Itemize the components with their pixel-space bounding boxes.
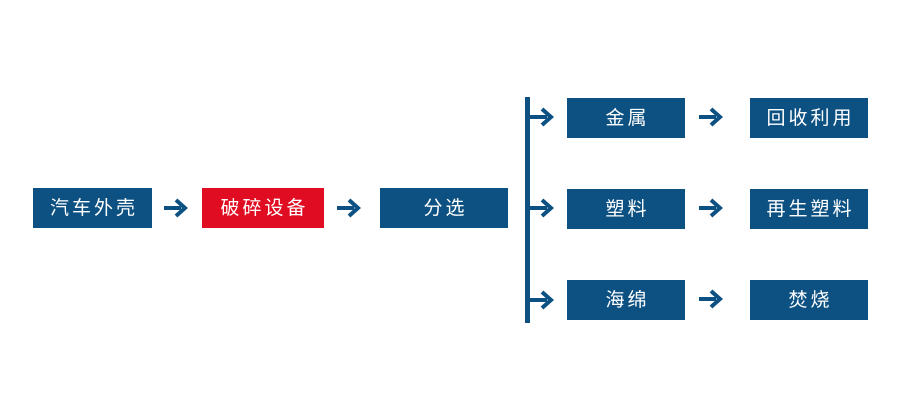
- node-sponge-outcome[interactable]: 焚烧: [750, 280, 868, 320]
- node-plastic-outcome[interactable]: 再生塑料: [750, 189, 868, 229]
- arrow-right-icon: [698, 288, 726, 310]
- arrow-right-icon: [698, 197, 726, 219]
- arrow-right-icon: [528, 197, 558, 219]
- arrow-right-icon: [163, 196, 191, 220]
- arrow-right-icon: [528, 106, 558, 128]
- node-metal-outcome[interactable]: 回收利用: [750, 98, 868, 138]
- arrow-right-icon: [336, 196, 364, 220]
- node-plastic[interactable]: 塑料: [567, 189, 685, 229]
- node-shredder[interactable]: 破碎设备: [202, 188, 324, 228]
- node-sponge[interactable]: 海绵: [567, 280, 685, 320]
- arrow-right-icon: [528, 289, 558, 311]
- node-car-shell[interactable]: 汽车外壳: [33, 188, 152, 228]
- node-sorting[interactable]: 分选: [380, 188, 508, 228]
- node-metal[interactable]: 金属: [567, 98, 685, 138]
- arrow-right-icon: [698, 106, 726, 128]
- branch-trunk-line: [525, 97, 530, 323]
